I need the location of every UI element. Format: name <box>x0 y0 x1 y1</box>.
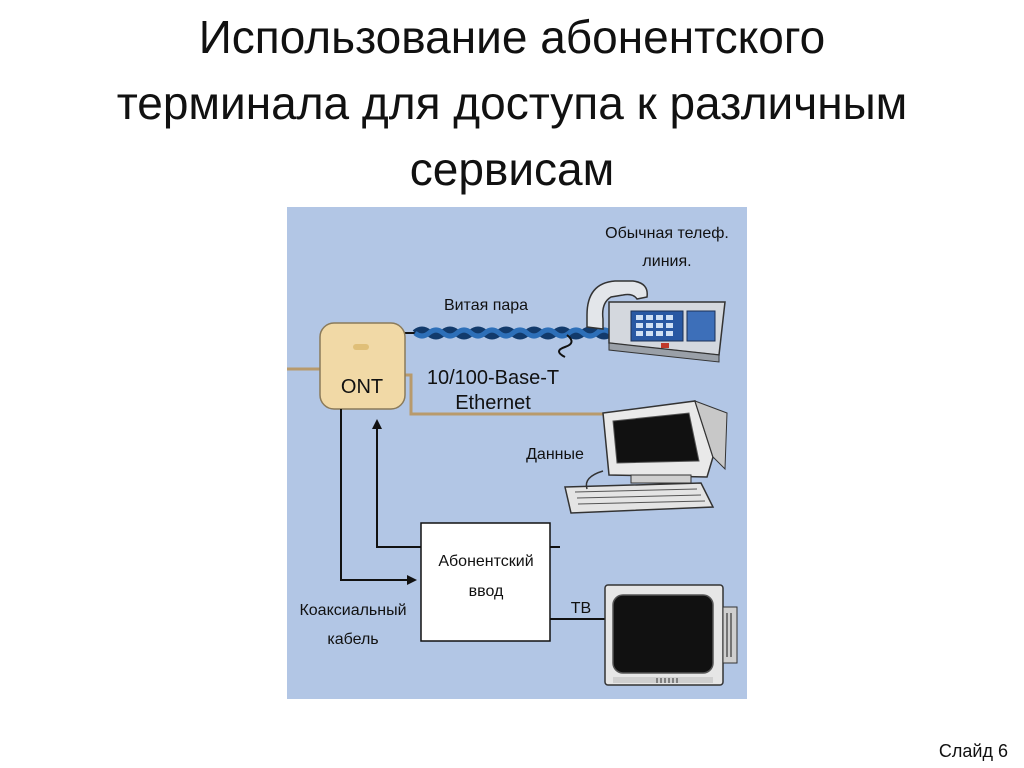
computer-icon <box>564 400 728 514</box>
diagram-canvas: ONT Абонентский ввод Обычная телеф. лини… <box>287 207 747 699</box>
ont-device: ONT <box>319 322 406 410</box>
twisted-pair-label: Витая пара <box>444 297 528 314</box>
data-label: Данные <box>526 446 584 463</box>
box-label-line-1: Абонентский <box>438 553 533 570</box>
ont-diagram: ONT Абонентский ввод Обычная телеф. лини… <box>287 207 747 699</box>
title-line-1: Использование абонентского <box>198 11 826 63</box>
slide-title: Использование абонентского терминала для… <box>40 4 984 202</box>
tv-label: ТВ <box>571 600 591 617</box>
phone-line-label-2: линия. <box>642 253 691 270</box>
coax-path-up <box>372 419 421 548</box>
title-line-3: сервисам <box>409 143 615 195</box>
subscriber-input-box <box>420 522 551 642</box>
telephone-icon <box>586 280 726 363</box>
coax-path-down <box>340 409 417 585</box>
ethernet-label-2: Ethernet <box>455 392 531 414</box>
coax-label-2: кабель <box>327 631 378 648</box>
coax-label-1: Коаксиальный <box>299 602 406 619</box>
box-label-line-2: ввод <box>469 583 504 600</box>
ethernet-label-1: 10/100-Base-T <box>427 367 559 389</box>
title-line-2: терминала для доступа к различным <box>116 77 908 129</box>
phone-line-label-1: Обычная телеф. <box>605 225 729 242</box>
ont-label: ONT <box>341 376 383 398</box>
television-icon <box>604 584 738 686</box>
slide-number: Слайд 6 <box>938 741 1008 761</box>
ethernet-cable <box>405 373 607 416</box>
